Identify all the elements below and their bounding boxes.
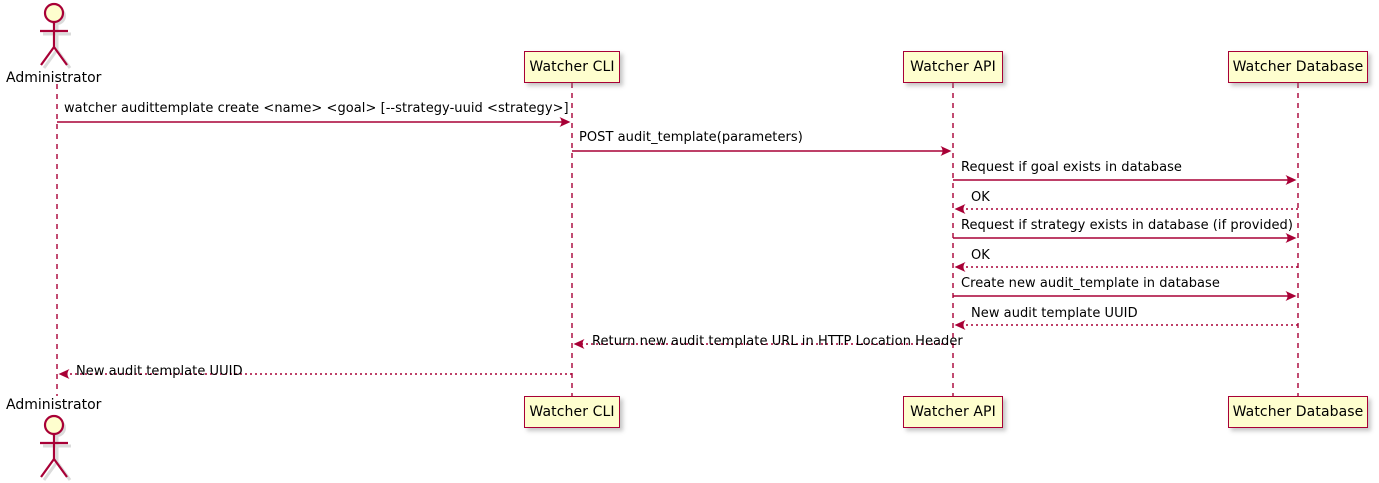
- message-label-2: POST audit_template(parameters): [579, 130, 803, 145]
- actor-administrator-bottom: [40, 414, 72, 481]
- message-label-4: OK: [971, 190, 990, 205]
- message-label-1: watcher audittemplate create <name> <goa…: [64, 101, 569, 116]
- participant-box-watcher-cli-top[interactable]: Watcher CLI: [524, 51, 620, 83]
- message-label-3: Request if goal exists in database: [961, 160, 1182, 175]
- message-label-6: OK: [971, 248, 990, 263]
- message-label-9: Return new audit template URL in HTTP Lo…: [592, 334, 963, 349]
- message-label-8: New audit template UUID: [971, 306, 1138, 321]
- message-label-7: Create new audit_template in database: [961, 276, 1220, 291]
- participant-box-watcher-api-top[interactable]: Watcher API: [903, 51, 1003, 83]
- actor-label-administrator-bottom: Administrator: [6, 397, 102, 413]
- participant-box-watcher-cli-bottom[interactable]: Watcher CLI: [524, 396, 620, 428]
- participant-box-watcher-api-bottom[interactable]: Watcher API: [903, 396, 1003, 428]
- actor-administrator-top: [40, 2, 72, 69]
- message-label-5: Request if strategy exists in database (…: [961, 218, 1293, 233]
- participant-box-watcher-database-top[interactable]: Watcher Database: [1228, 51, 1368, 83]
- actor-label-administrator-top: Administrator: [6, 70, 102, 86]
- participant-box-watcher-database-bottom[interactable]: Watcher Database: [1228, 396, 1368, 428]
- message-label-10: New audit template UUID: [76, 364, 243, 379]
